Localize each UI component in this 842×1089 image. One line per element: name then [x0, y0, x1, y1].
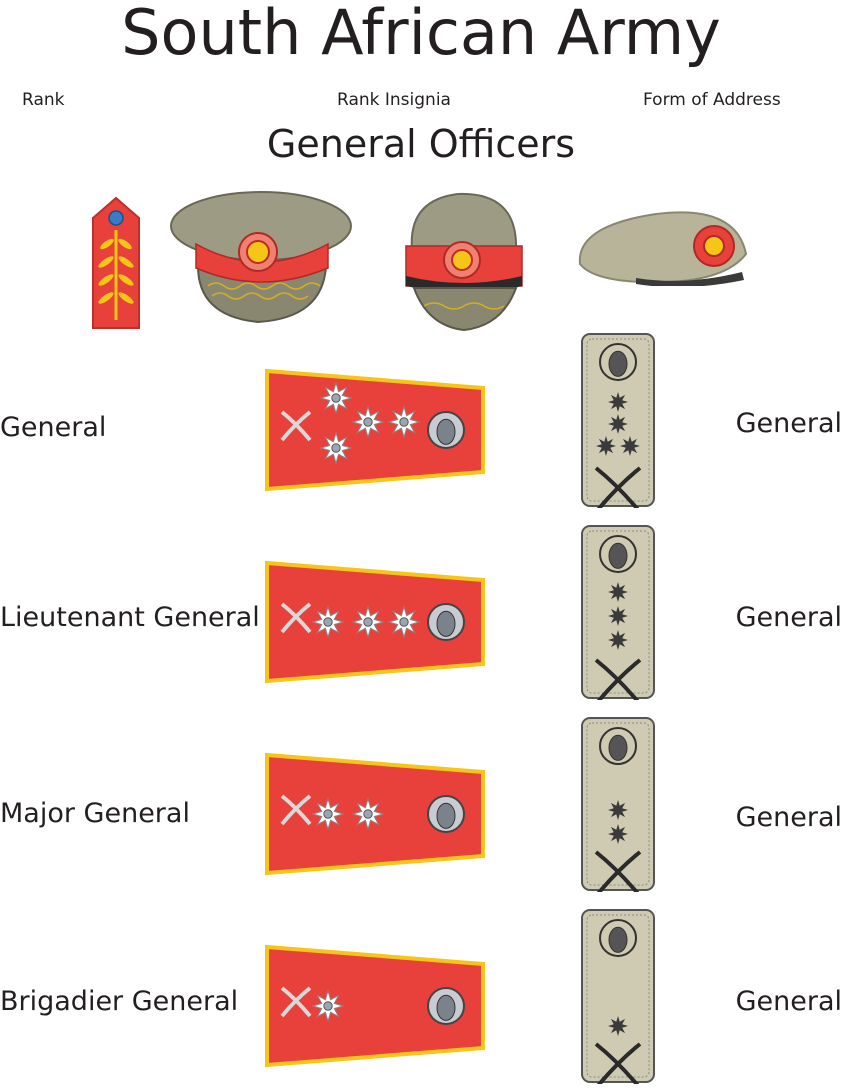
star-icon — [351, 797, 385, 831]
epaulette-icon — [580, 332, 656, 508]
epaulette-icon — [580, 524, 656, 700]
crossed-swords-icon — [280, 794, 312, 826]
star-icon — [608, 606, 628, 626]
star-icon — [608, 392, 628, 412]
rank-name: Lieutenant General — [0, 602, 260, 633]
star-icon — [596, 436, 616, 456]
section-title: General Officers — [266, 122, 576, 166]
shoulder-board-icon — [264, 752, 486, 876]
rank-name: Major General — [0, 798, 190, 829]
star-icon — [608, 630, 628, 650]
epaulette-icon — [580, 716, 656, 892]
crossed-swords-icon — [594, 850, 642, 892]
epaulette-icon — [580, 908, 656, 1084]
peaked-cap-icon — [168, 186, 354, 326]
crossed-swords-icon — [594, 466, 642, 508]
column-header-insignia: Rank Insignia — [337, 90, 451, 110]
coat-of-arms-icon — [599, 727, 637, 765]
form-of-address: General — [735, 408, 842, 439]
form-of-address: General — [735, 602, 842, 633]
star-icon — [608, 1016, 628, 1036]
beret-icon — [576, 206, 754, 286]
page-title: South African Army — [121, 0, 721, 69]
crossed-swords-icon — [280, 602, 312, 634]
star-icon — [319, 381, 353, 415]
star-icon — [351, 605, 385, 639]
form-of-address: General — [735, 986, 842, 1017]
rank-name: General — [0, 412, 107, 443]
star-icon — [387, 605, 421, 639]
star-icon — [608, 414, 628, 434]
protea-crest-icon — [427, 411, 465, 449]
star-icon — [311, 797, 345, 831]
star-icon — [608, 582, 628, 602]
crossed-swords-icon — [280, 986, 312, 1018]
star-icon — [620, 436, 640, 456]
side-cap-icon — [398, 190, 528, 334]
shoulder-board-icon — [264, 944, 486, 1068]
star-icon — [311, 605, 345, 639]
column-header-address: Form of Address — [643, 90, 781, 110]
star-icon — [387, 405, 421, 439]
star-icon — [608, 824, 628, 844]
form-of-address: General — [735, 802, 842, 833]
star-icon — [608, 800, 628, 820]
protea-crest-icon — [427, 603, 465, 641]
shoulder-board-icon — [264, 368, 486, 492]
gorget-patch-icon — [90, 196, 142, 330]
coat-of-arms-icon — [599, 919, 637, 957]
crossed-swords-icon — [594, 1042, 642, 1084]
protea-crest-icon — [427, 795, 465, 833]
crossed-swords-icon — [594, 658, 642, 700]
star-icon — [319, 431, 353, 465]
crossed-swords-icon — [280, 410, 312, 442]
rank-name: Brigadier General — [0, 986, 239, 1017]
coat-of-arms-icon — [599, 535, 637, 573]
shoulder-board-icon — [264, 560, 486, 684]
coat-of-arms-icon — [599, 343, 637, 381]
column-header-rank: Rank — [22, 90, 65, 110]
star-icon — [311, 989, 345, 1023]
star-icon — [351, 405, 385, 439]
protea-crest-icon — [427, 987, 465, 1025]
